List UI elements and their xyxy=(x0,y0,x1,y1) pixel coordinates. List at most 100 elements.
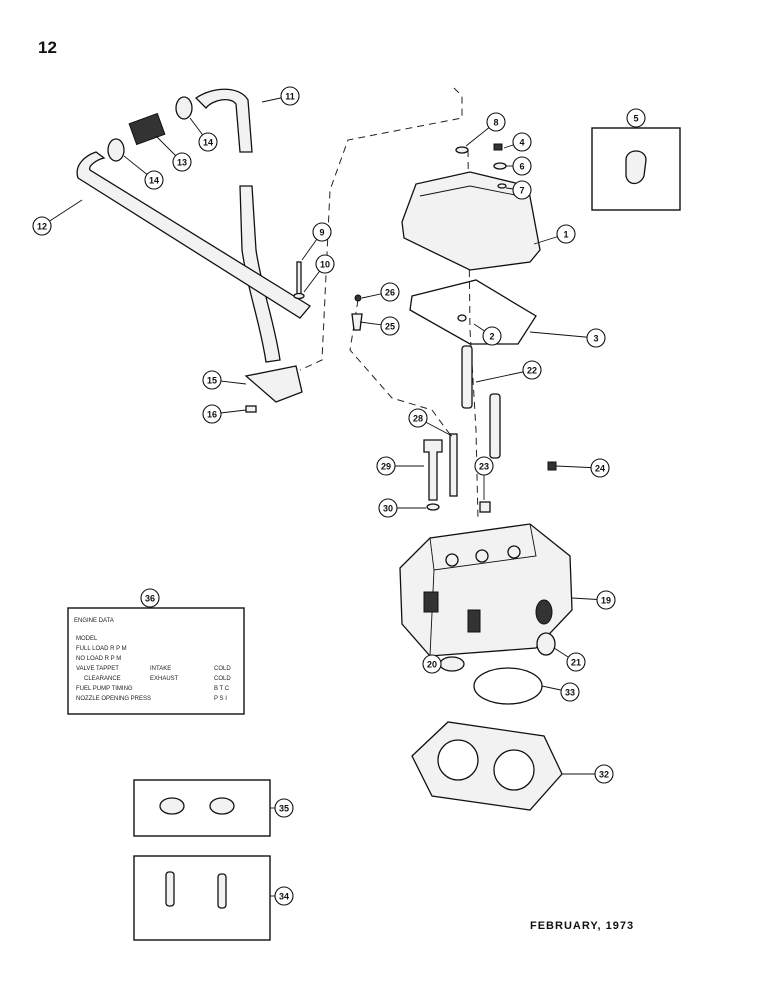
data-card-row-label: NO LOAD R P M xyxy=(76,656,121,662)
bolt-9 xyxy=(296,261,302,295)
cover-gasket-3 xyxy=(409,279,537,345)
tube-22b xyxy=(489,393,501,459)
callout-circle xyxy=(422,654,442,674)
callout-label: 6 xyxy=(519,162,524,172)
callout-label: 35 xyxy=(279,804,289,814)
callout-circle xyxy=(198,132,218,152)
callout-label: 15 xyxy=(207,376,217,386)
callout-label: 2 xyxy=(489,332,494,342)
detail-box-35 xyxy=(133,779,271,837)
washer-7 xyxy=(497,183,507,189)
callout-label: 21 xyxy=(571,658,581,668)
data-card-title: ENGINE DATA xyxy=(74,618,114,624)
callout-label: 33 xyxy=(565,688,575,698)
callout-label: 9 xyxy=(319,228,324,238)
data-card-row-label: FUEL PUMP TIMING xyxy=(76,686,133,692)
head-gasket-32 xyxy=(411,721,563,811)
callout-circle xyxy=(378,498,398,518)
data-card-row-value: P S I xyxy=(214,696,227,702)
tube-22a xyxy=(461,345,473,409)
callout-label: 29 xyxy=(381,462,391,472)
callout-label: 28 xyxy=(413,414,423,424)
callout-circle xyxy=(202,404,222,424)
callout-label: 14 xyxy=(203,138,213,148)
callout-circle xyxy=(274,886,294,906)
callout-label: 7 xyxy=(519,186,524,196)
callout-label: 30 xyxy=(383,504,393,514)
washer-6 xyxy=(493,162,507,170)
callout-circle xyxy=(380,316,400,336)
callout-circle xyxy=(474,456,494,476)
callout-label: 5 xyxy=(633,114,638,124)
callout-label: 10 xyxy=(320,260,330,270)
washer-8 xyxy=(455,146,469,154)
data-card-row-label: VALVE TAPPET xyxy=(76,666,119,672)
callout-circle xyxy=(590,458,610,478)
detail-box-34 xyxy=(133,855,271,941)
callout-label: 4 xyxy=(519,138,524,148)
callout-label: 23 xyxy=(479,462,489,472)
assembly-line-breather xyxy=(299,87,463,371)
callout-label: 36 xyxy=(145,594,155,604)
callout-label: 13 xyxy=(177,158,187,168)
callout-circle xyxy=(144,170,164,190)
bolt-29 xyxy=(423,439,443,501)
callout-circle xyxy=(376,456,396,476)
callout-circle xyxy=(140,588,160,608)
callout-circle xyxy=(566,652,586,672)
callout-label: 8 xyxy=(493,118,498,128)
callout-circle xyxy=(482,326,502,346)
callout-label: 1 xyxy=(563,230,568,240)
data-card-row-value: COLD xyxy=(214,676,231,682)
data-card-row-label: MODEL xyxy=(76,636,98,642)
callout-label: 3 xyxy=(593,334,598,344)
callout-label: 20 xyxy=(427,660,437,670)
o-ring-33 xyxy=(473,667,543,705)
callout-label: 12 xyxy=(37,222,47,232)
washer-30 xyxy=(426,503,440,511)
data-card-row-mid: EXHAUST xyxy=(150,676,179,682)
callout-circle xyxy=(556,224,576,244)
hose-11 xyxy=(194,88,253,153)
callout-label: 11 xyxy=(285,92,295,102)
data-card-row-label: CLEARANCE xyxy=(84,676,121,682)
callout-label: 19 xyxy=(601,596,611,606)
callout-circle xyxy=(560,682,580,702)
plate-15 xyxy=(244,365,303,403)
clamp-14-lower xyxy=(107,138,125,162)
data-card-36 xyxy=(67,607,245,715)
data-card-row-value: COLD xyxy=(214,666,231,672)
seal-2 xyxy=(457,314,467,322)
data-card-row-label: NOZZLE OPENING PRESS xyxy=(76,696,151,702)
callout-circle xyxy=(512,180,532,200)
callout-circle xyxy=(626,108,646,128)
valve-cover-1 xyxy=(401,171,541,271)
bolt-16 xyxy=(245,405,257,413)
callout-label: 14 xyxy=(149,176,159,186)
coupling-13 xyxy=(128,112,166,146)
seal-20 xyxy=(439,656,465,672)
washer-10 xyxy=(293,292,305,300)
callout-circle xyxy=(280,86,300,106)
data-card-row-value: B T C xyxy=(214,686,230,692)
callout-circle xyxy=(408,408,428,428)
callout-label: 22 xyxy=(527,366,537,376)
plug-24 xyxy=(547,461,557,471)
footer-date: FEBRUARY, 1973 xyxy=(530,920,635,932)
callout-circle xyxy=(380,282,400,302)
callout-circle xyxy=(522,360,542,380)
callout-circle xyxy=(512,132,532,152)
seal-21 xyxy=(536,632,556,656)
callout-label: 34 xyxy=(279,892,289,902)
data-card-row-mid: INTAKE xyxy=(150,666,171,672)
page-number: 12 xyxy=(38,38,57,57)
callout-label: 26 xyxy=(385,288,395,298)
callout-circle xyxy=(594,764,614,784)
callout-circle xyxy=(202,370,222,390)
fitting-25 xyxy=(351,313,363,331)
breather-tube-12 xyxy=(76,151,311,319)
fitting-23 xyxy=(479,501,491,513)
seal-26 xyxy=(354,294,362,302)
